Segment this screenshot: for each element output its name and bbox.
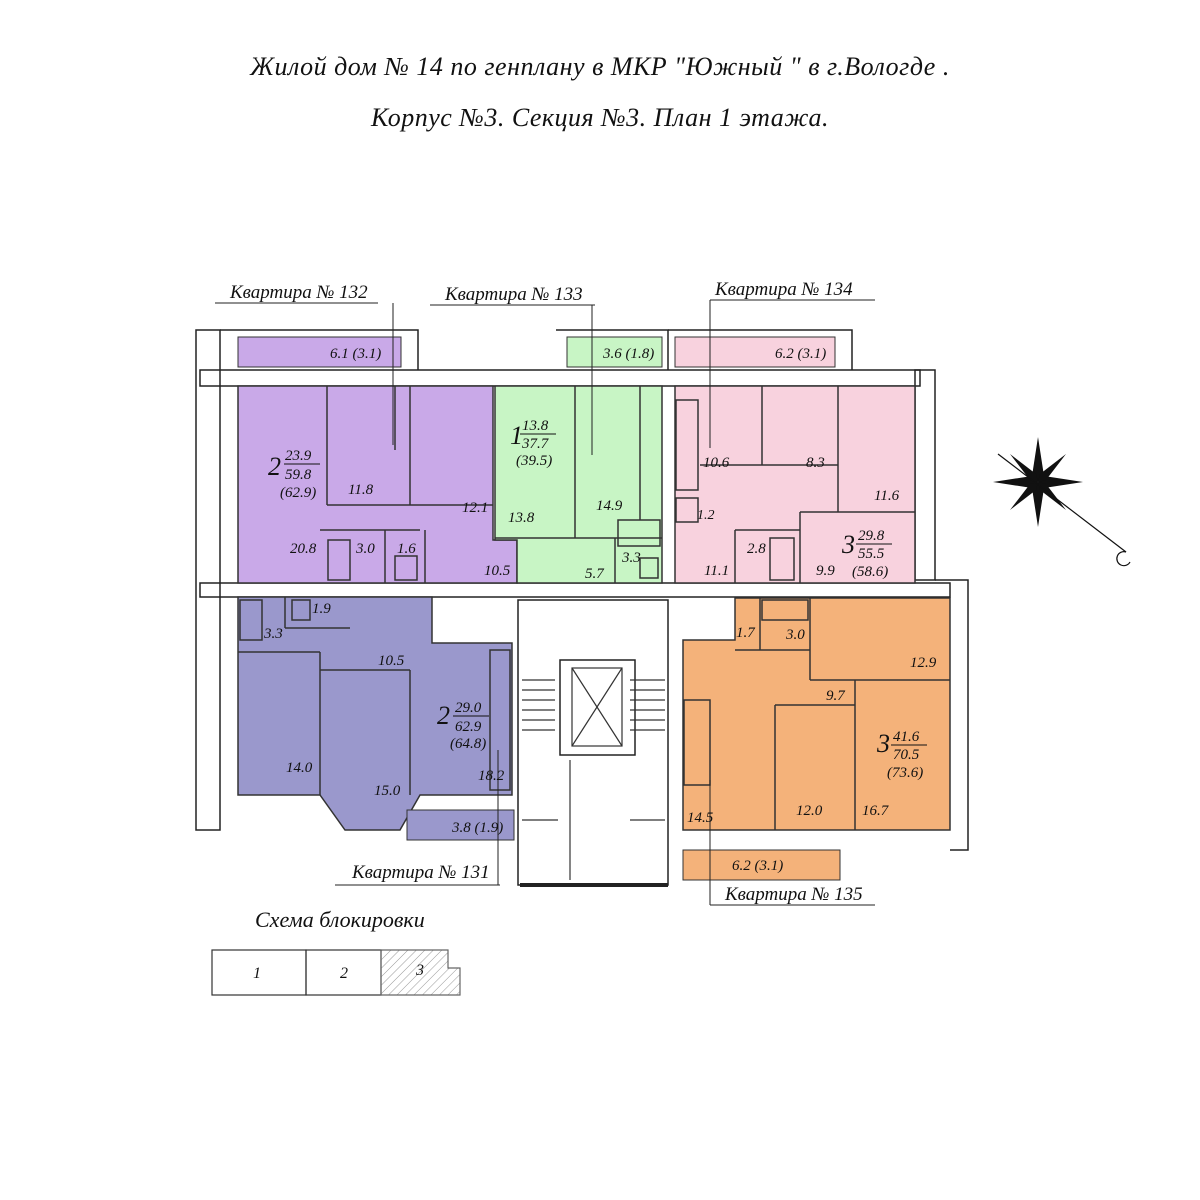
apartment-135 bbox=[682, 597, 951, 881]
apt131-room-area: 10.5 bbox=[378, 653, 405, 669]
apt132-room-area: 12.1 bbox=[462, 500, 488, 516]
compass-rose-icon bbox=[993, 437, 1131, 567]
apt133-area bbox=[494, 385, 663, 584]
apt135-room-area: 9.7 bbox=[826, 688, 846, 704]
apt135-summary: 3 41.6 70.5 (73.6) bbox=[876, 729, 927, 781]
apt133-room-area: 13.8 bbox=[508, 510, 535, 526]
svg-text:(58.6): (58.6) bbox=[852, 564, 888, 580]
apt135-balcony-area: 6.2 (3.1) bbox=[732, 858, 783, 874]
apt135-room-area: 3.0 bbox=[785, 627, 805, 643]
apt131-room-area: 3.3 bbox=[263, 626, 283, 642]
svg-text:23.9: 23.9 bbox=[285, 448, 312, 464]
apt134-room-area: 11.1 bbox=[704, 563, 729, 579]
apt132-room-area: 3.0 bbox=[355, 541, 375, 557]
svg-text:62.9: 62.9 bbox=[455, 719, 482, 735]
apt135-room-area: 12.0 bbox=[796, 803, 823, 819]
svg-text:(62.9): (62.9) bbox=[280, 485, 316, 501]
apt131-balcony bbox=[406, 809, 515, 841]
apt132-summary: 2 23.9 59.8 (62.9) bbox=[268, 448, 320, 501]
svg-text:37.7: 37.7 bbox=[521, 436, 550, 452]
apt134-balcony bbox=[674, 336, 836, 368]
apt132-balcony bbox=[237, 336, 402, 368]
apt134-room-area: 1.2 bbox=[697, 508, 715, 523]
apt135-label: Квартира № 135 bbox=[724, 884, 863, 905]
apt131-room-area: 15.0 bbox=[374, 783, 401, 799]
apt134-label: Квартира № 134 bbox=[714, 279, 853, 300]
apt135-room-area: 16.7 bbox=[862, 803, 890, 819]
apt131-balcony-area: 3.8 (1.9) bbox=[451, 820, 503, 836]
apt134-room-area: 2.8 bbox=[747, 541, 766, 557]
apt132-room-area: 10.5 bbox=[484, 563, 511, 579]
apt135-room-area: 12.9 bbox=[910, 655, 937, 671]
svg-text:29.0: 29.0 bbox=[455, 700, 482, 716]
callout-lines bbox=[215, 299, 875, 906]
svg-text:3: 3 bbox=[876, 729, 890, 758]
title-line-1: Жилой дом № 14 по генплану в МКР "Южный … bbox=[250, 52, 950, 81]
apt131-label: Квартира № 131 bbox=[351, 862, 490, 883]
scheme-section-3: 3 bbox=[415, 962, 424, 979]
scheme-section-1: 1 bbox=[253, 965, 261, 982]
scheme-section-2: 2 bbox=[340, 965, 348, 982]
apt134-room-area: 9.9 bbox=[816, 563, 835, 579]
apt131-summary: 2 29.0 62.9 (64.8) bbox=[437, 700, 489, 752]
svg-text:1: 1 bbox=[510, 421, 523, 450]
title-line-2: Корпус №3. Секция №3. План 1 этажа. bbox=[370, 103, 830, 132]
apt131-room-area: 18.2 bbox=[478, 768, 505, 784]
svg-text:(39.5): (39.5) bbox=[516, 453, 552, 469]
apt132-room-area: 1.6 bbox=[397, 541, 416, 557]
apt133-room-area: 3.3 bbox=[621, 550, 641, 566]
apt134-room-area: 10.6 bbox=[703, 455, 730, 471]
svg-text:41.6: 41.6 bbox=[893, 729, 920, 745]
apt132-label: Квартира № 132 bbox=[229, 282, 368, 303]
svg-text:(64.8): (64.8) bbox=[450, 736, 486, 752]
apt132-balcony-area: 6.1 (3.1) bbox=[330, 346, 381, 362]
apartment-132 bbox=[237, 336, 518, 584]
apt133-balcony bbox=[566, 336, 663, 368]
apt134-room-area: 8.3 bbox=[806, 455, 825, 471]
apt131-area bbox=[237, 596, 513, 831]
svg-text:2: 2 bbox=[268, 452, 281, 481]
svg-text:59.8: 59.8 bbox=[285, 467, 312, 483]
apt131-room-area: 14.0 bbox=[286, 760, 313, 776]
svg-text:(73.6): (73.6) bbox=[887, 765, 923, 781]
svg-text:13.8: 13.8 bbox=[522, 418, 549, 434]
apt131-room-area: 1.9 bbox=[312, 601, 331, 617]
apt135-room-area: 1.7 bbox=[736, 625, 756, 641]
svg-text:2: 2 bbox=[437, 701, 450, 730]
apt132-room-area: 11.8 bbox=[348, 482, 374, 498]
svg-text:55.5: 55.5 bbox=[858, 546, 885, 562]
svg-text:3: 3 bbox=[841, 530, 855, 559]
apartment-131 bbox=[237, 596, 515, 841]
apt132-room-area: 20.8 bbox=[290, 541, 317, 557]
svg-text:29.8: 29.8 bbox=[858, 528, 885, 544]
apt135-balcony bbox=[682, 849, 841, 881]
apt133-room-area: 14.9 bbox=[596, 498, 623, 514]
apt134-room-area: 11.6 bbox=[874, 488, 900, 504]
apt133-balcony-area: 3.6 (1.8) bbox=[602, 346, 654, 362]
apartment-134 bbox=[674, 336, 916, 584]
apt135-room-area: 14.5 bbox=[687, 810, 714, 826]
svg-text:70.5: 70.5 bbox=[893, 747, 920, 763]
apt134-summary: 3 29.8 55.5 (58.6) bbox=[841, 528, 892, 580]
blocking-scheme: 1 2 3 bbox=[211, 949, 461, 996]
stairwell bbox=[522, 667, 665, 880]
apartment-133 bbox=[494, 336, 663, 584]
apt133-room-area: 5.7 bbox=[585, 566, 605, 582]
apt133-summary: 1 13.8 37.7 (39.5) bbox=[510, 418, 556, 469]
apt133-label: Квартира № 133 bbox=[444, 284, 583, 305]
apt135-area bbox=[682, 597, 951, 831]
scheme-title: Схема блокировки bbox=[255, 907, 425, 932]
apt134-balcony-area: 6.2 (3.1) bbox=[775, 346, 826, 362]
